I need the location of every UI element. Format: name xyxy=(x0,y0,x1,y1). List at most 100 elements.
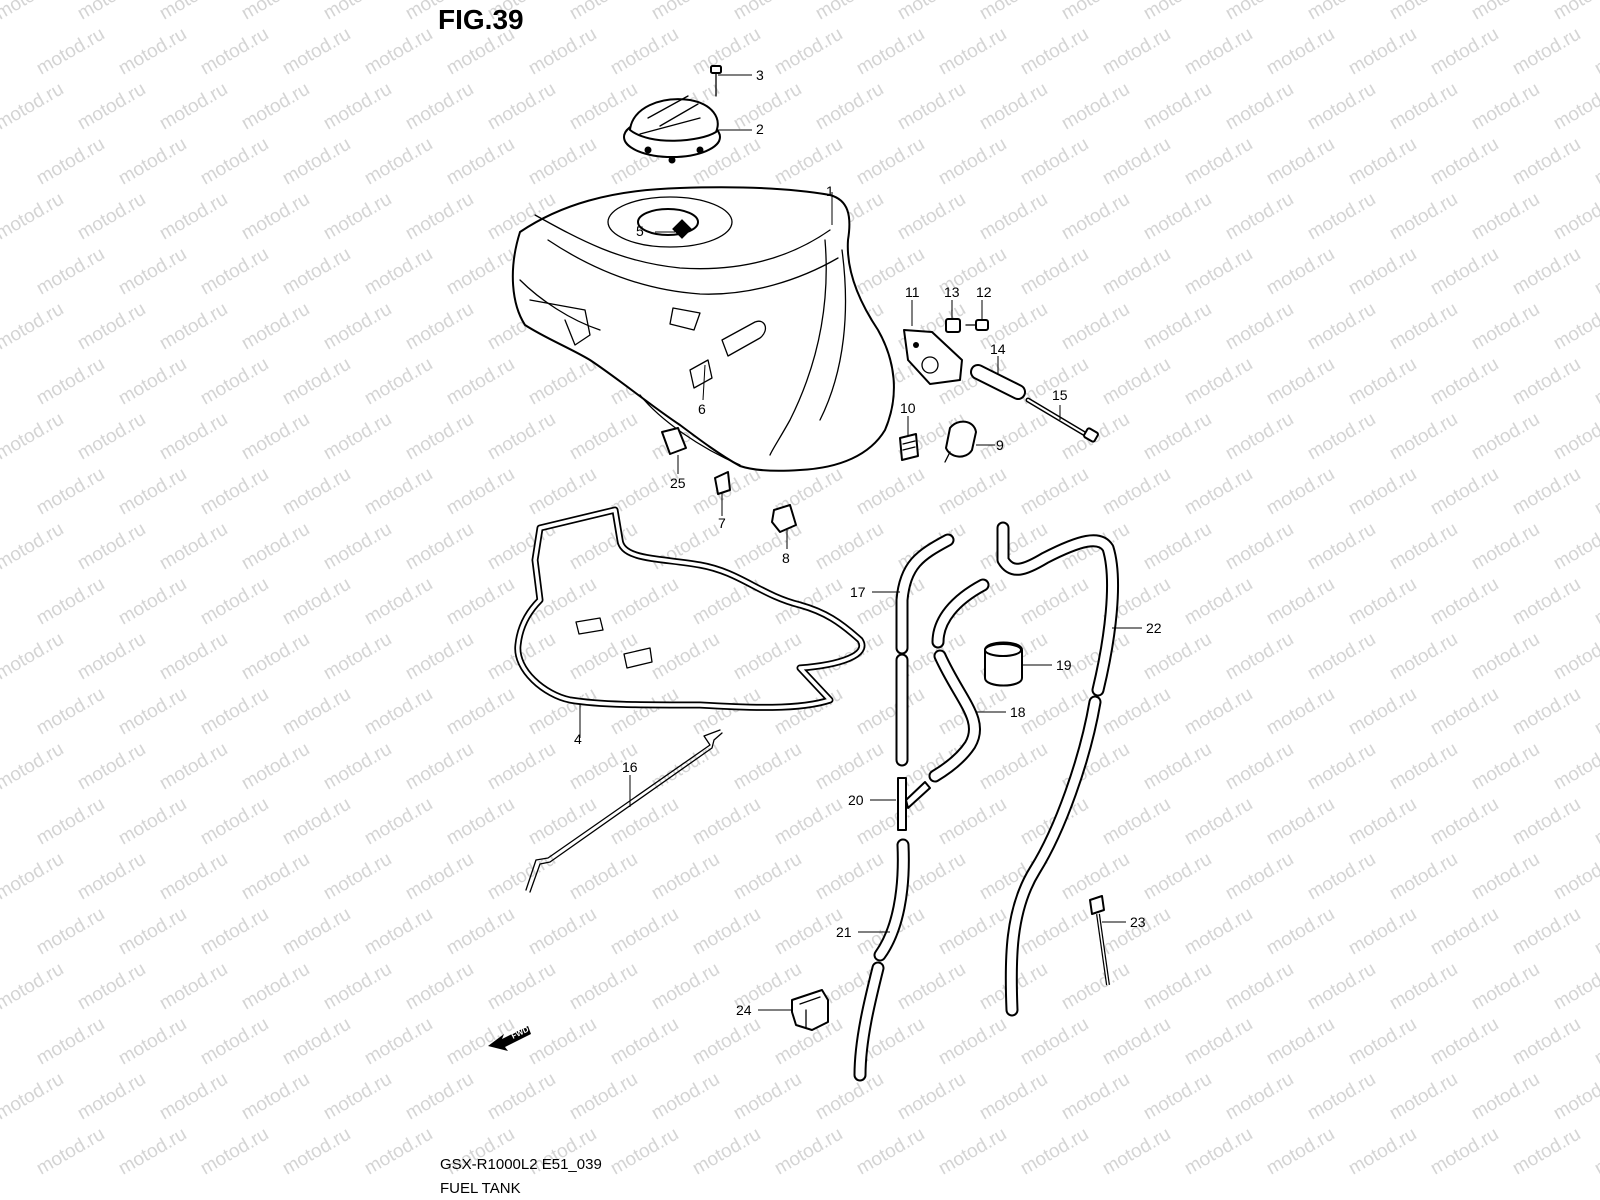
watermark-text: motod.ru xyxy=(74,629,149,685)
watermark-text: motod.ru xyxy=(894,959,969,1015)
callout-8: 8 xyxy=(782,550,790,566)
watermark-text: motod.ru xyxy=(1591,574,1600,630)
watermark-text: motod.ru xyxy=(33,134,108,190)
watermark-text: motod.ru xyxy=(320,739,395,795)
watermark-text: motod.ru xyxy=(361,134,436,190)
watermark-text: motod.ru xyxy=(1468,739,1543,795)
callout-12: 12 xyxy=(976,284,992,300)
watermark-text: motod.ru xyxy=(320,189,395,245)
watermark-text: motod.ru xyxy=(361,1014,436,1070)
watermark-text: motod.ru xyxy=(812,739,887,795)
watermark-text: motod.ru xyxy=(402,189,477,245)
watermark-text: motod.ru xyxy=(238,629,313,685)
watermark-text: motod.ru xyxy=(1468,959,1543,1015)
watermark-text: motod.ru xyxy=(1386,519,1461,575)
watermark-text: motod.ru xyxy=(1181,1124,1256,1180)
watermark-text: motod.ru xyxy=(1345,574,1420,630)
watermark-text: motod.ru xyxy=(1263,904,1338,960)
watermark-text: motod.ru xyxy=(402,739,477,795)
part-15-bolt xyxy=(1025,397,1099,443)
watermark-text: motod.ru xyxy=(1550,629,1600,685)
watermark-text: motod.ru xyxy=(1427,244,1502,300)
watermark-text: motod.ru xyxy=(402,959,477,1015)
watermark-text: motod.ru xyxy=(1222,0,1297,24)
watermark-text: motod.ru xyxy=(1263,684,1338,740)
watermark-text: motod.ru xyxy=(1304,849,1379,905)
watermark-text: motod.ru xyxy=(443,904,518,960)
watermark-text: motod.ru xyxy=(1386,299,1461,355)
watermark-text: motod.ru xyxy=(935,464,1010,520)
watermark-text: motod.ru xyxy=(238,409,313,465)
watermark-text: motod.ru xyxy=(1222,1069,1297,1125)
watermark-text: motod.ru xyxy=(238,189,313,245)
watermark-text: motod.ru xyxy=(33,24,108,80)
watermark-text: motod.ru xyxy=(1304,629,1379,685)
watermark-text: motod.ru xyxy=(361,354,436,410)
watermark-text: motod.ru xyxy=(443,684,518,740)
watermark-text: motod.ru xyxy=(238,1069,313,1125)
watermark-text: motod.ru xyxy=(1099,134,1174,190)
watermark-text: motod.ru xyxy=(74,189,149,245)
watermark-text: motod.ru xyxy=(525,904,600,960)
watermark-text: motod.ru xyxy=(1509,134,1584,190)
watermark-text: motod.ru xyxy=(197,904,272,960)
watermark-text: motod.ru xyxy=(1591,464,1600,520)
watermark-text: motod.ru xyxy=(1099,904,1174,960)
watermark-text: motod.ru xyxy=(1591,1014,1600,1070)
watermark-text: motod.ru xyxy=(730,79,805,135)
watermark-text: motod.ru xyxy=(853,1124,928,1180)
watermark-text: motod.ru xyxy=(197,794,272,850)
part-8-cushion xyxy=(771,504,797,533)
watermark-text: motod.ru xyxy=(689,684,764,740)
watermark-text: motod.ru xyxy=(1591,904,1600,960)
part-18-hose xyxy=(928,578,990,783)
watermark-text: motod.ru xyxy=(1509,244,1584,300)
watermark-text: motod.ru xyxy=(1017,464,1092,520)
part-22-hose xyxy=(996,521,1120,1017)
watermark-text: motod.ru xyxy=(648,849,723,905)
watermark-text: motod.ru xyxy=(156,629,231,685)
watermark-text: motod.ru xyxy=(525,134,600,190)
watermark-text: motod.ru xyxy=(1509,684,1584,740)
watermark-text: motod.ru xyxy=(1591,794,1600,850)
callout-3: 3 xyxy=(756,67,764,83)
watermark-text: motod.ru xyxy=(1427,134,1502,190)
watermark-text: motod.ru xyxy=(443,354,518,410)
watermark-text: motod.ru xyxy=(0,409,67,465)
watermark-text: motod.ru xyxy=(1550,79,1600,135)
watermark-text: motod.ru xyxy=(566,849,641,905)
watermark-text: motod.ru xyxy=(1140,849,1215,905)
watermark-text: motod.ru xyxy=(1222,409,1297,465)
watermark-text: motod.ru xyxy=(484,959,559,1015)
callout-10: 10 xyxy=(900,400,916,416)
watermark-text: motod.ru xyxy=(320,0,395,24)
callout-16: 16 xyxy=(622,759,638,775)
figure-name: FUEL TANK xyxy=(440,1180,521,1197)
watermark-text: motod.ru xyxy=(689,1124,764,1180)
watermark-text: motod.ru xyxy=(566,1069,641,1125)
watermark-text: motod.ru xyxy=(1427,1014,1502,1070)
watermark-text: motod.ru xyxy=(1509,574,1584,630)
watermark-text: motod.ru xyxy=(1386,79,1461,135)
watermark-text: motod.ru xyxy=(74,0,149,24)
part-10-cushion xyxy=(899,433,919,461)
watermark-text: motod.ru xyxy=(115,684,190,740)
watermark-text: motod.ru xyxy=(115,464,190,520)
watermark-text: motod.ru xyxy=(115,1124,190,1180)
watermark-text: motod.ru xyxy=(33,354,108,410)
watermark-text: motod.ru xyxy=(976,0,1051,24)
figure-title: FIG.39 xyxy=(438,4,524,35)
callout-18: 18 xyxy=(1010,704,1026,720)
watermark-text: motod.ru xyxy=(238,519,313,575)
callout-25: 25 xyxy=(670,475,686,491)
watermark-text: motod.ru xyxy=(1140,1069,1215,1125)
watermark-text: motod.ru xyxy=(976,79,1051,135)
watermark-text: motod.ru xyxy=(1181,244,1256,300)
watermark-text: motod.ru xyxy=(1550,299,1600,355)
watermark-text: motod.ru xyxy=(1222,849,1297,905)
watermark-text: motod.ru xyxy=(320,299,395,355)
watermark-text: motod.ru xyxy=(1222,189,1297,245)
watermark-text: motod.ru xyxy=(402,519,477,575)
watermark-text: motod.ru xyxy=(0,629,67,685)
watermark-text: motod.ru xyxy=(402,1069,477,1125)
